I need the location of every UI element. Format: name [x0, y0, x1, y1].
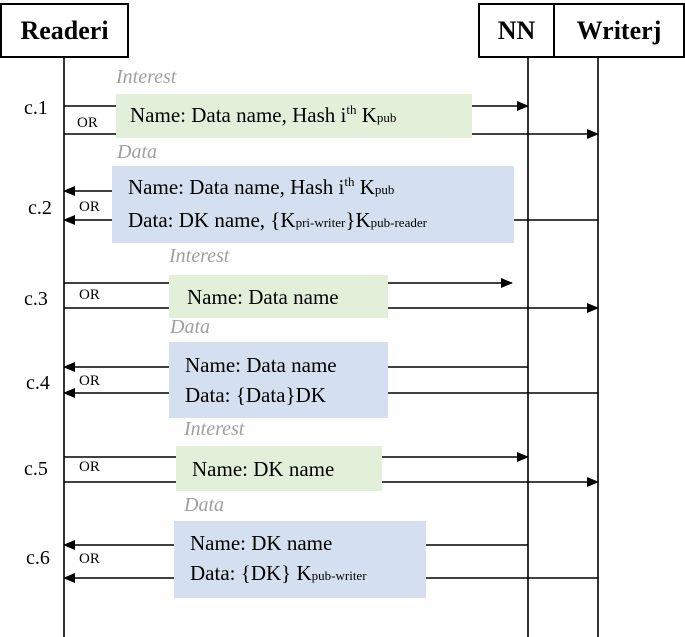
- c2-name-label: Name:: [128, 174, 190, 199]
- c1-pub: pub: [376, 109, 397, 125]
- reader-suffix: i: [101, 15, 109, 45]
- step-label-c2: c.2: [28, 197, 52, 219]
- c2-k: K: [359, 174, 375, 199]
- c6-name-label: Name:: [190, 531, 252, 555]
- or-label-c4: OR: [79, 373, 100, 389]
- c2-rbrace: }: [345, 207, 356, 232]
- c2-pri-writer: pri-writer: [295, 214, 346, 230]
- writer-name: Writer: [576, 15, 653, 45]
- c2-k-pri: K: [280, 207, 296, 232]
- c3-name-line: Name: Data name: [187, 282, 388, 312]
- c4-name-label: Name:: [185, 353, 247, 377]
- c1-name-label: Name:: [130, 102, 192, 127]
- c1-ith-sup: th: [346, 101, 357, 117]
- c1-name-line: Name: Data name, Hash ith Kpub: [130, 100, 472, 133]
- reader-name: Reader: [20, 15, 102, 45]
- c1-data-name: Data name: [191, 102, 282, 127]
- c2-name-line: Name: Data name, Hash ith Kpub: [128, 172, 514, 205]
- c3-data-name: Data name: [248, 284, 339, 309]
- kind-label-c3: Interest: [169, 245, 230, 267]
- c6-dk-name: DK name: [251, 531, 333, 555]
- step-label-c6: c.6: [26, 547, 50, 569]
- step-label-c3: c.3: [24, 288, 48, 310]
- c6-k: K: [296, 561, 312, 585]
- or-label-c3: OR: [79, 287, 100, 303]
- c4-data-name: Data name: [246, 353, 337, 377]
- c3-name-label: Name:: [187, 284, 249, 309]
- c6-data-label: Data:: [190, 561, 241, 585]
- c6-pub-writer: pub-writer: [311, 568, 367, 583]
- or-label-c1: OR: [77, 115, 98, 131]
- or-label-c2: OR: [79, 199, 100, 215]
- c4-lbrace: {: [235, 383, 246, 407]
- message-box-c3: Name: Data name: [169, 275, 388, 318]
- c4-name-line: Name: Data name: [185, 350, 388, 380]
- step-label-c1: c.1: [24, 97, 48, 119]
- c5-dk-name: DK name: [253, 456, 335, 481]
- message-box-c4: Name: Data name Data: {Data}DK: [169, 342, 388, 418]
- message-box-c2: Name: Data name, Hash ith Kpub Data: DK …: [112, 166, 514, 243]
- nn-name: NN: [497, 15, 536, 45]
- c2-dk-name: DK name,: [178, 207, 271, 232]
- c4-data-word: Data: [245, 383, 286, 407]
- kind-label-c6: Data: [184, 494, 224, 516]
- message-box-c5: Name: DK name: [176, 446, 382, 491]
- kind-label-c4: Data: [170, 316, 210, 338]
- step-label-c5: c.5: [24, 458, 48, 480]
- kind-label-c2: Data: [117, 141, 157, 163]
- or-label-c6: OR: [79, 551, 100, 567]
- c5-name-line: Name: DK name: [192, 454, 382, 484]
- c4-data-line: Data: {Data}DK: [185, 380, 388, 410]
- c6-data-line: Data: {DK} Kpub-writer: [190, 558, 426, 591]
- c2-hash: , Hash i: [279, 174, 345, 199]
- or-label-c5: OR: [79, 459, 100, 475]
- c6-dk-braces: {DK}: [240, 561, 297, 585]
- c2-pub: pub: [374, 181, 395, 197]
- step-label-c4: c.4: [26, 372, 50, 394]
- writer-suffix: j: [652, 15, 662, 45]
- c2-ith-sup: th: [344, 173, 355, 189]
- c5-name-label: Name:: [192, 456, 254, 481]
- c2-data-label: Data:: [128, 207, 179, 232]
- nn-header: NN: [478, 3, 555, 58]
- c2-data-name: Data name: [189, 174, 280, 199]
- c2-data-line: Data: DK name, {Kpri-writer}Kpub-reader: [128, 205, 514, 238]
- c4-dk: DK: [295, 383, 326, 407]
- c1-hash: , Hash i: [281, 102, 347, 127]
- kind-label-c1: Interest: [116, 66, 177, 88]
- message-box-c1: Name: Data name, Hash ith Kpub: [116, 94, 472, 138]
- kind-label-c5: Interest: [184, 418, 245, 440]
- c2-pub-reader: pub-reader: [370, 214, 427, 230]
- c2-lbrace: {: [270, 207, 281, 232]
- c6-name-line: Name: DK name: [190, 528, 426, 558]
- c4-rbrace: }: [285, 383, 296, 407]
- message-box-c6: Name: DK name Data: {DK} Kpub-writer: [174, 521, 426, 598]
- c1-k: K: [361, 102, 377, 127]
- c2-k-pub: K: [355, 207, 371, 232]
- c4-data-label: Data:: [185, 383, 236, 407]
